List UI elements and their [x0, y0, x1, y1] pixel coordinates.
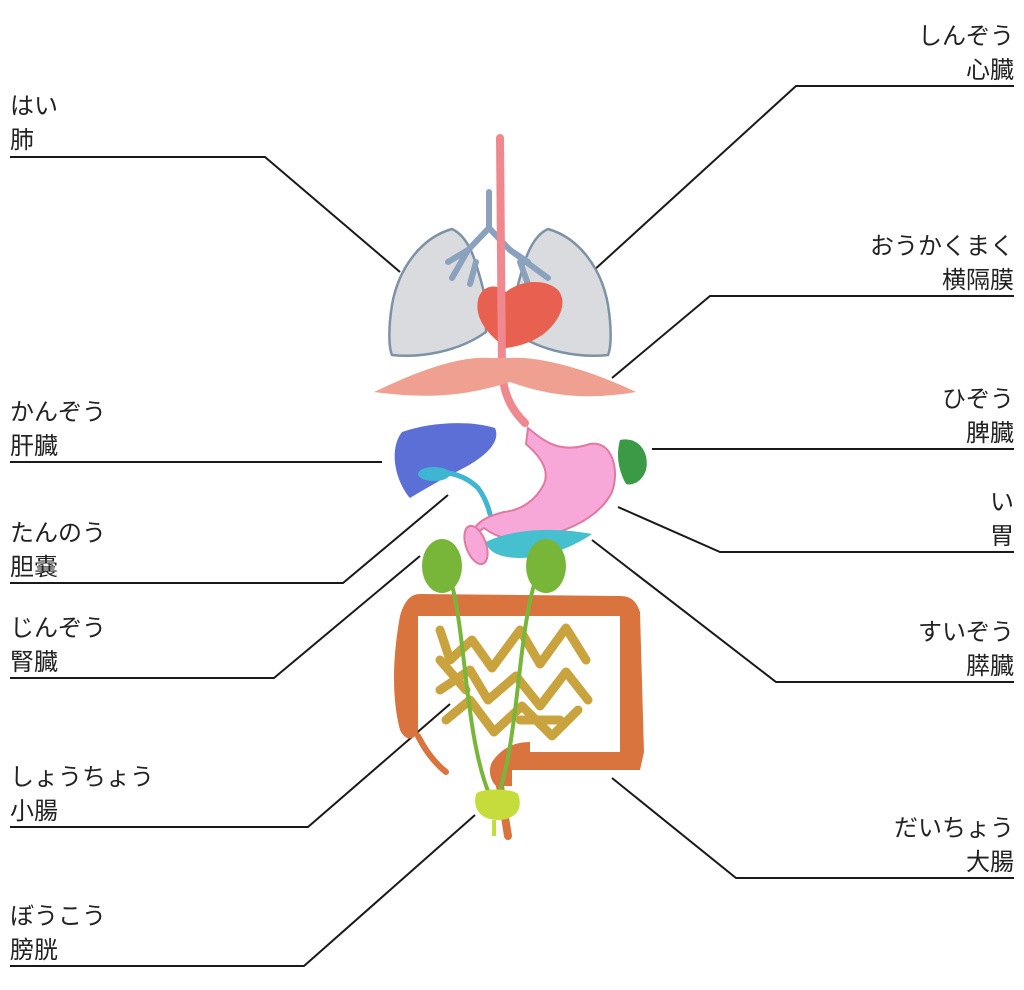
leader-line-small-intestine: [10, 703, 451, 828]
ureter-right-shape: [496, 584, 536, 797]
trachea-shape: [445, 189, 551, 287]
large-intestine-shape: [394, 594, 644, 786]
label-small-intestine: しょうちょう 小腸: [10, 760, 154, 828]
label-bladder-reading: ぼうこう: [10, 902, 106, 930]
gallbladder-shape: [418, 467, 450, 481]
leader-line-diaphragm: [611, 295, 1014, 379]
leader-line-bladder: [10, 814, 476, 967]
label-spleen: ひぞう 脾臓: [942, 382, 1014, 450]
label-large-intestine-reading: だいちょう: [894, 814, 1014, 842]
label-heart-reading: しんぞう: [918, 22, 1014, 50]
label-pancreas-kanji: 膵臓: [966, 652, 1014, 680]
leader-line-gallbladder: [10, 494, 449, 584]
label-spleen-reading: ひぞう: [942, 385, 1014, 413]
label-liver: かんぞう 肝臓: [10, 395, 106, 463]
leader-line-heart: [569, 85, 1014, 293]
label-small-intestine-reading: しょうちょう: [10, 763, 154, 791]
label-lung-kanji: 肺: [10, 126, 34, 154]
label-large-intestine-kanji: 大腸: [966, 848, 1014, 876]
label-diaphragm: おうかくまく 横隔膜: [870, 229, 1014, 297]
label-stomach-kanji: 胃: [990, 522, 1014, 550]
label-small-intestine-kanji: 小腸: [10, 797, 58, 825]
label-pancreas: すいぞう 膵臓: [918, 615, 1014, 683]
label-liver-kanji: 肝臓: [10, 432, 58, 460]
leader-line-pancreas: [591, 539, 1014, 683]
label-diaphragm-kanji: 横隔膜: [942, 266, 1014, 294]
label-lung-reading: はい: [10, 92, 58, 120]
ureter-left-shape: [450, 584, 492, 797]
spleen-shape: [618, 439, 647, 485]
duodenum-shape: [463, 524, 489, 566]
label-liver-reading: かんぞう: [10, 398, 106, 426]
leader-line-kidney: [10, 555, 421, 679]
label-bladder: ぼうこう 膀胱: [10, 899, 106, 967]
label-gallbladder-reading: たんのう: [10, 519, 106, 547]
label-gallbladder: たんのう 胆嚢: [10, 516, 106, 584]
label-kidney: じんぞう 腎臓: [10, 611, 106, 679]
small-intestine-shape: [435, 623, 593, 741]
label-stomach-reading: い: [990, 488, 1014, 516]
label-large-intestine: だいちょう 大腸: [894, 811, 1014, 879]
leader-line-lung: [10, 156, 401, 273]
label-lung: はい 肺: [10, 89, 58, 157]
label-kidney-kanji: 腎臓: [10, 648, 58, 676]
appendix-shape: [415, 733, 449, 775]
right-kidney-shape: [526, 539, 566, 593]
label-pancreas-reading: すいぞう: [918, 618, 1014, 646]
bladder-shape: [475, 789, 520, 820]
label-bladder-kanji: 膀胱: [10, 936, 58, 964]
left-kidney-shape: [422, 539, 462, 593]
stomach-shape: [470, 426, 616, 542]
liver-shape: [394, 423, 497, 498]
label-kidney-reading: じんぞう: [10, 614, 106, 642]
label-spleen-kanji: 脾臓: [966, 419, 1014, 447]
label-gallbladder-kanji: 胆嚢: [10, 553, 58, 581]
diaphragm-shape: [374, 357, 636, 397]
label-diaphragm-reading: おうかくまく: [870, 232, 1014, 260]
label-heart-kanji: 心臓: [966, 56, 1014, 84]
leader-line-large-intestine: [611, 777, 1014, 879]
label-heart: しんぞう 心臓: [918, 19, 1014, 87]
leader-line-stomach: [617, 506, 1014, 553]
label-stomach: い 胃: [990, 485, 1014, 553]
